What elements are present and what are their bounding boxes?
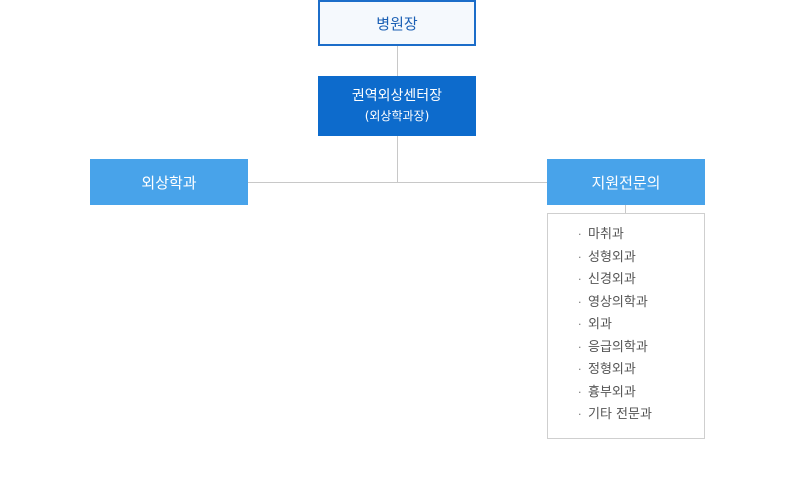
connector-specialist-to-list [625, 205, 626, 213]
connector-center-down [397, 136, 398, 182]
bullet-icon: · [578, 228, 582, 241]
bullet-icon: · [578, 273, 582, 286]
specialist-list: ·마취과 ·성형외과 ·신경외과 ·영상의학과 ·외과 ·응급의학과 ·정형외과… [578, 224, 704, 427]
list-item: ·기타 전문과 [578, 404, 704, 427]
bullet-icon: · [578, 318, 582, 331]
bullet-icon: · [578, 340, 582, 354]
director-box: 병원장 [318, 0, 476, 46]
list-item: ·영상의학과 [578, 292, 704, 315]
specialist-list-box: ·마취과 ·성형외과 ·신경외과 ·영상의학과 ·외과 ·응급의학과 ·정형외과… [547, 213, 705, 439]
list-item: ·성형외과 [578, 247, 704, 270]
bullet-icon: · [578, 250, 582, 264]
list-item: ·흉부외과 [578, 382, 704, 405]
list-item: ·정형외과 [578, 359, 704, 382]
trauma-dept-box: 외상학과 [90, 159, 248, 205]
connector-director-to-center [397, 46, 398, 76]
list-item: ·신경외과 [578, 269, 704, 292]
center-head-sub-label: (외상학과장) [364, 109, 430, 123]
center-head-label: 권역외상센터장 [351, 88, 443, 104]
trauma-dept-label: 외상학과 [141, 173, 197, 192]
connector-horizontal [248, 182, 547, 183]
bullet-icon: · [578, 408, 582, 421]
specialist-label: 지원전문의 [591, 173, 661, 192]
specialist-box: 지원전문의 [547, 159, 705, 205]
director-label: 병원장 [376, 14, 418, 33]
center-head-box: 권역외상센터장 (외상학과장) [318, 76, 476, 136]
bullet-icon: · [578, 363, 582, 376]
bullet-icon: · [578, 385, 582, 399]
list-item: ·마취과 [578, 224, 704, 247]
list-item: ·외과 [578, 314, 704, 337]
bullet-icon: · [578, 295, 582, 309]
list-item: ·응급의학과 [578, 337, 704, 360]
